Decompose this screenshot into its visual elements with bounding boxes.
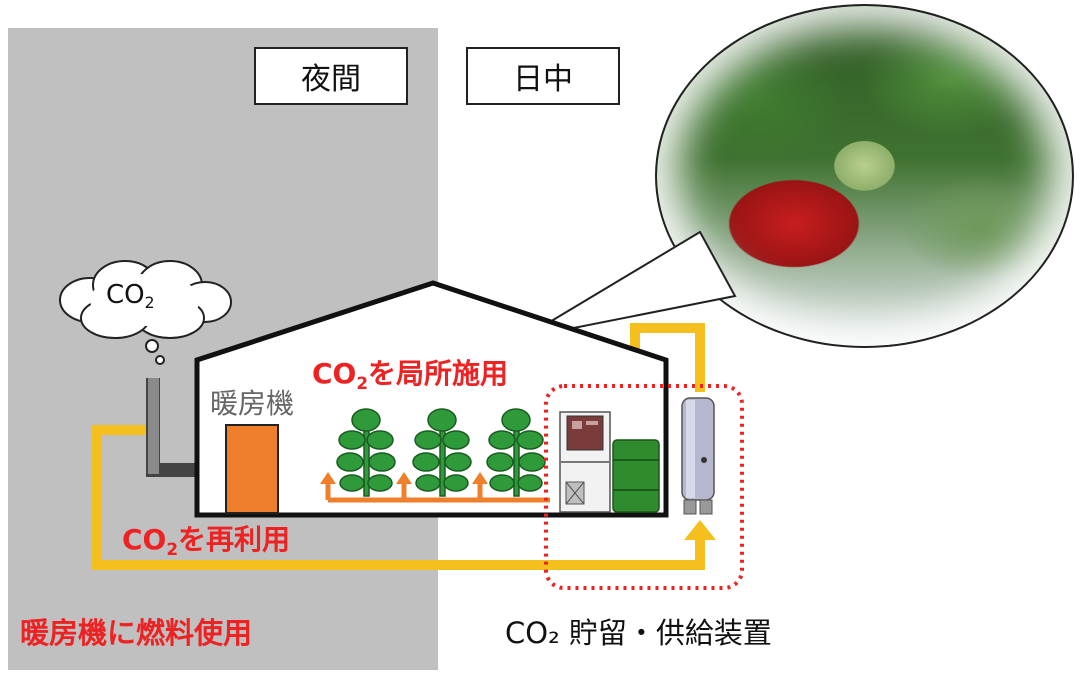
greenhouse-outline bbox=[194, 280, 669, 518]
control-panel-icon bbox=[559, 411, 611, 513]
bubble-tail bbox=[522, 230, 737, 339]
plant-icon bbox=[486, 408, 546, 497]
plant-icon bbox=[412, 408, 472, 497]
device-highlight-frame bbox=[544, 384, 744, 590]
night-label-box: 夜間 bbox=[254, 47, 408, 105]
fuel-usage-label: 暖房機に燃料使用 bbox=[20, 616, 253, 650]
reuse-arrow-head bbox=[684, 520, 716, 540]
exhaust-pipe-inner bbox=[148, 378, 159, 474]
co2-reuse-flow-line bbox=[92, 425, 705, 570]
storage-supply-device-label: CO₂ 貯留・供給装置 bbox=[505, 616, 772, 650]
thought-cloud-icon bbox=[59, 260, 232, 365]
heater-icon bbox=[225, 424, 279, 514]
plant-icon bbox=[336, 408, 396, 497]
tank-icon bbox=[612, 439, 660, 513]
cylinder-icon bbox=[681, 397, 715, 515]
strawberry-photo bbox=[655, 4, 1074, 348]
local-application-label: CO2を局所施用 bbox=[312, 357, 509, 393]
local-flow-arrows bbox=[320, 472, 550, 503]
heater-label: 暖房機 bbox=[210, 387, 295, 420]
day-label-box: 日中 bbox=[466, 47, 620, 105]
cloud-co2-label: CO2 bbox=[106, 280, 155, 313]
reuse-label: CO2を再利用 bbox=[122, 523, 291, 559]
